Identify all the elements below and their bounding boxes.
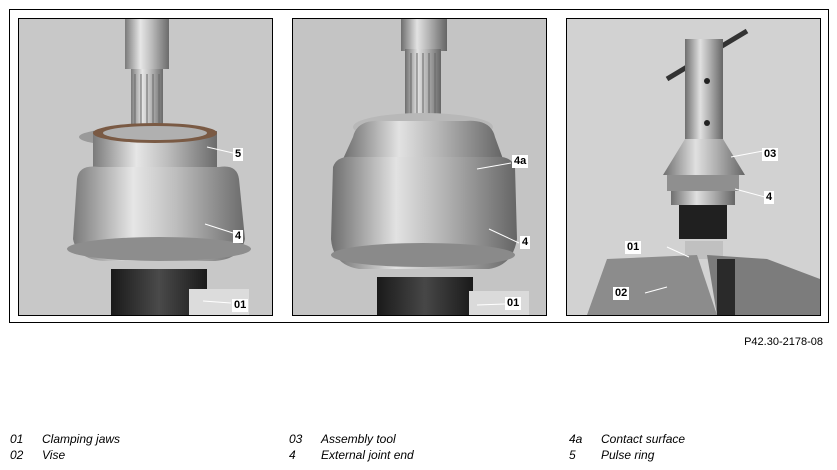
legend-text: External joint end [321,448,414,462]
callout-assembly-tool: 03 [762,148,779,161]
photo-panel-3: 03 4 01 02 [566,18,821,316]
legend-number: 5 [569,448,576,462]
joint-with-pulse-ring-image [19,19,272,315]
joint-contact-surface-image [293,19,546,315]
callout-pulse-ring: 5 [233,148,244,161]
callout-vise: 02 [613,287,630,300]
callout-clamping-jaws: 01 [505,297,522,310]
legend-text: Clamping jaws [42,432,121,446]
callout-external-joint-end: 4 [233,230,244,243]
callout-external-joint-end: 4 [520,236,531,249]
legend-number: 03 [289,432,303,446]
legend-number: 4 [289,448,296,462]
legend-text: Pulse ring [601,448,655,462]
legend-number: 02 [10,448,24,462]
assembly-tool-in-vise-image [567,19,820,315]
legend-number: 4a [569,432,583,446]
figure-frame: 5 4 01 [9,9,829,323]
legend-number: 01 [10,432,24,446]
callout-clamping-jaws: 01 [625,241,642,254]
callout-clamping-jaws: 01 [232,299,249,312]
callout-contact-surface: 4a [512,155,529,168]
legend-text: Assembly tool [321,432,396,446]
photo-panel-1: 5 4 01 [18,18,273,316]
legend-text: Contact surface [601,432,686,446]
figure-reference-code: P42.30-2178-08 [744,336,823,348]
legend-text: Vise [42,448,66,462]
photo-panel-2: 4a 4 01 [292,18,547,316]
callout-external-joint-end: 4 [764,191,775,204]
